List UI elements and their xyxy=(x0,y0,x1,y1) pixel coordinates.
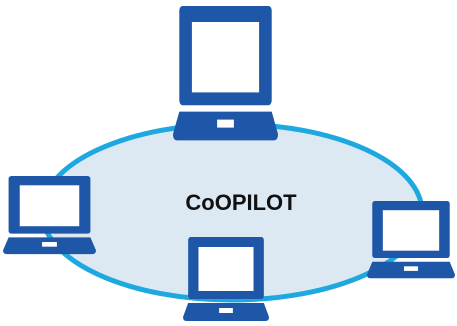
network-label: CoOPILOT xyxy=(185,190,297,215)
laptop-icon xyxy=(3,176,97,255)
laptop-icon xyxy=(183,237,269,321)
laptop-icon xyxy=(367,201,455,279)
laptop-icon xyxy=(173,6,278,141)
